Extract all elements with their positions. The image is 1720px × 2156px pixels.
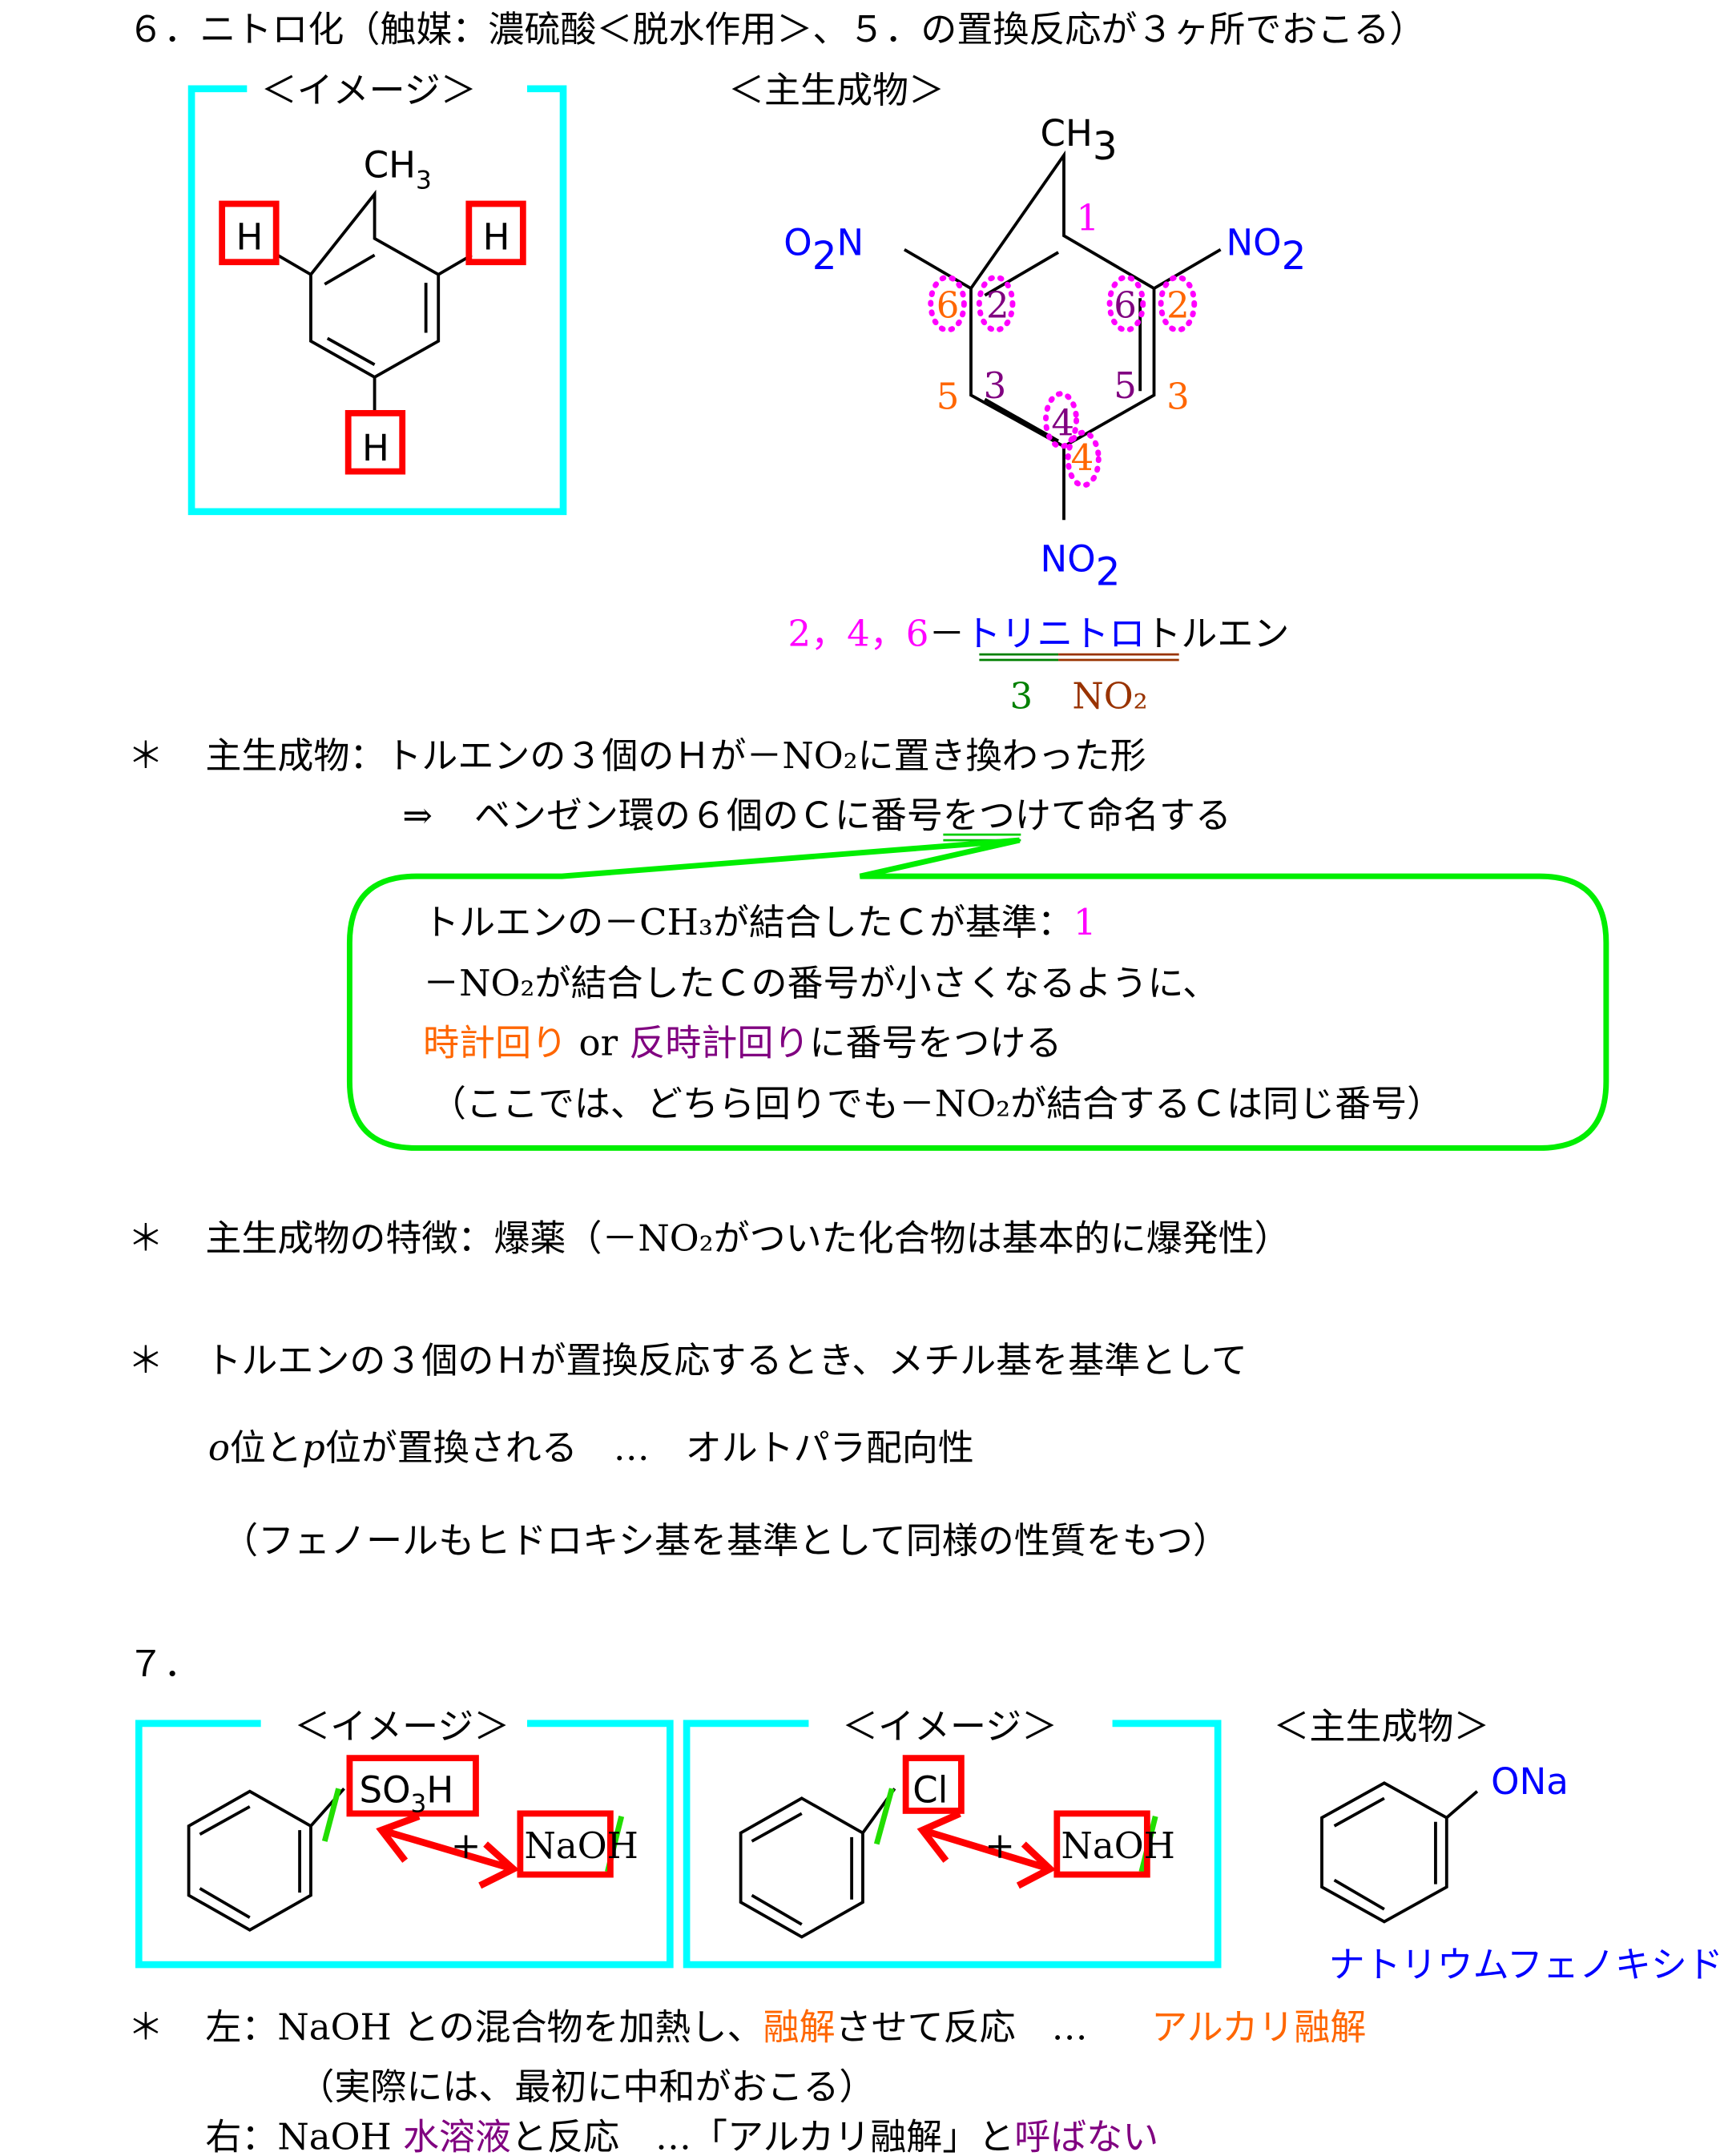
image-box-chloro: ＜イメージ＞ Cl + NaOH	[683, 1705, 1222, 1969]
tnt-structure: CH3 O2N NO2 NO2 1 6 2 6 2 5 3 5 3 4 4	[783, 112, 1306, 595]
o2n-label: O2N	[783, 222, 864, 279]
cl-highlight-box	[902, 1755, 965, 1814]
h-label: H	[236, 216, 263, 259]
bond-break-mark	[321, 1788, 341, 1842]
number-ccw-2: 2	[986, 284, 1009, 326]
image-label: ＜イメージ＞	[294, 1705, 510, 1748]
product-label: ＜主生成物＞	[728, 69, 945, 111]
bond-break-mark	[873, 1788, 895, 1845]
star-bullet: ＊	[127, 1217, 163, 1260]
callout-box: トルエンの－CH₃が結合したＣが基準：1 －NO₂が結合したＣの番号が小さくなる…	[346, 837, 1609, 1151]
h-highlight-box	[344, 409, 406, 475]
callout-line2: －NO₂が結合したＣの番号が小さくなるように、	[423, 962, 1219, 1004]
sodium-phenoxide-structure: ＜主生成物＞ ONa ナトリウムフェノキシド	[1273, 1705, 1720, 1986]
section6-title: ６．ニトロ化（触媒：濃硫酸＜脱水作用＞、５．の置換反応が３ヶ所でおこる）	[127, 8, 1425, 50]
star-bullet: ＊	[127, 2006, 163, 2049]
note-orientation-1: トルエンの３個のＨが置換反応するとき、メチル基を基準として	[205, 1339, 1247, 1382]
number-cw-5: 5	[937, 376, 960, 418]
number-ccw-6: 6	[1114, 284, 1137, 326]
star-bullet: ＊	[127, 1339, 163, 1382]
note-orientation-2: o位とp位が置換される … オルトパラ配向性	[208, 1426, 974, 1469]
image-label: ＜イメージ＞	[261, 69, 477, 111]
number-ccw-5: 5	[1114, 364, 1137, 407]
note-orientation-3: （フェノールもヒドロキシ基を基準として同様の性質をもつ）	[222, 1519, 1229, 1562]
naoh-highlight-box	[1053, 1810, 1150, 1878]
callout-line4: （ここでは、どちら回りでも－NO₂が結合するＣは同じ番号）	[430, 1083, 1443, 1125]
image-box-sulfonate: ＜イメージ＞ SO3H + NaOH	[135, 1705, 674, 1969]
star-bullet: ＊	[127, 734, 163, 777]
note-left-2: （実際には、最初に中和がおこる）	[298, 2065, 875, 2108]
note-main-product: 主生成物：トルエンの３個のＨが－NO₂に置き換わった形	[205, 734, 1146, 777]
so3h-highlight-box	[346, 1755, 479, 1817]
section7-title: ７．	[127, 1643, 199, 1685]
ch3-label: CH3	[364, 144, 432, 195]
h-label: H	[362, 427, 389, 469]
name-text: 2，4，6－トリニトロトルエン	[787, 613, 1289, 655]
toluene-structure: CH3 H H H	[219, 144, 526, 475]
no2-label-right: NO2	[1227, 222, 1307, 279]
naoh-highlight-box	[517, 1810, 614, 1878]
cl-label: Cl	[912, 1769, 948, 1812]
number-ccw-4: 4	[1051, 402, 1074, 444]
number-cw-6: 6	[937, 284, 960, 326]
number-ccw-3: 3	[984, 364, 1007, 407]
number-cw-2: 2	[1166, 284, 1190, 326]
naoh-label: NaOH	[1061, 1824, 1175, 1867]
so3h-label: SO3H	[360, 1769, 454, 1819]
ch3-label: CH3	[1041, 112, 1118, 169]
image-box-nitration: ＜イメージ＞ CH3 H H H	[187, 69, 567, 516]
number-cw-3: 3	[1166, 376, 1190, 418]
note-no2: NO₂	[1072, 675, 1147, 718]
ona-label: ONa	[1491, 1760, 1569, 1803]
note-3: 3	[1009, 675, 1033, 718]
exchange-arrow	[916, 1810, 1057, 1889]
carbon-numbers: 1 6 2 6 2 5 3 5 3 4 4	[937, 196, 1190, 478]
dotted-highlights	[928, 274, 1198, 489]
image-label: ＜イメージ＞	[842, 1705, 1057, 1748]
note-feature: 主生成物の特徴：爆薬（－NO₂がついた化合物は基本的に爆発性）	[205, 1217, 1290, 1260]
number-cw-4: 4	[1071, 436, 1094, 479]
no2-label-bottom: NO2	[1041, 537, 1121, 594]
note-right: 右：NaOH 水溶液と反応 …「アルカリ融解」と呼ばない	[205, 2115, 1158, 2156]
plus-sign: +	[985, 1824, 1015, 1867]
h-highlight-box	[465, 200, 526, 266]
callout-line3: 時計回り or 反時計回りに番号をつける	[423, 1021, 1061, 1064]
compound-name: 2，4，6－トリニトロトルエン 3 NO₂	[787, 613, 1289, 718]
h-highlight-box	[219, 200, 280, 266]
note-left: 左：NaOH との混合物を加熱し、融解させて反応 … アルカリ融解	[205, 2006, 1366, 2049]
product-name: ナトリウムフェノキシド	[1329, 1944, 1720, 1986]
number-1: 1	[1077, 196, 1100, 239]
naoh-label: NaOH	[525, 1824, 638, 1867]
callout-line1: トルエンの－CH₃が結合したＣが基準：1	[423, 901, 1096, 943]
plus-sign: +	[451, 1824, 481, 1867]
note-naming: ⇒ベンゼン環の６個のＣに番号をつけて命名する	[402, 794, 1231, 837]
h-label: H	[483, 216, 510, 259]
product-label: ＜主生成物＞	[1273, 1705, 1489, 1748]
exchange-arrow	[376, 1812, 520, 1889]
